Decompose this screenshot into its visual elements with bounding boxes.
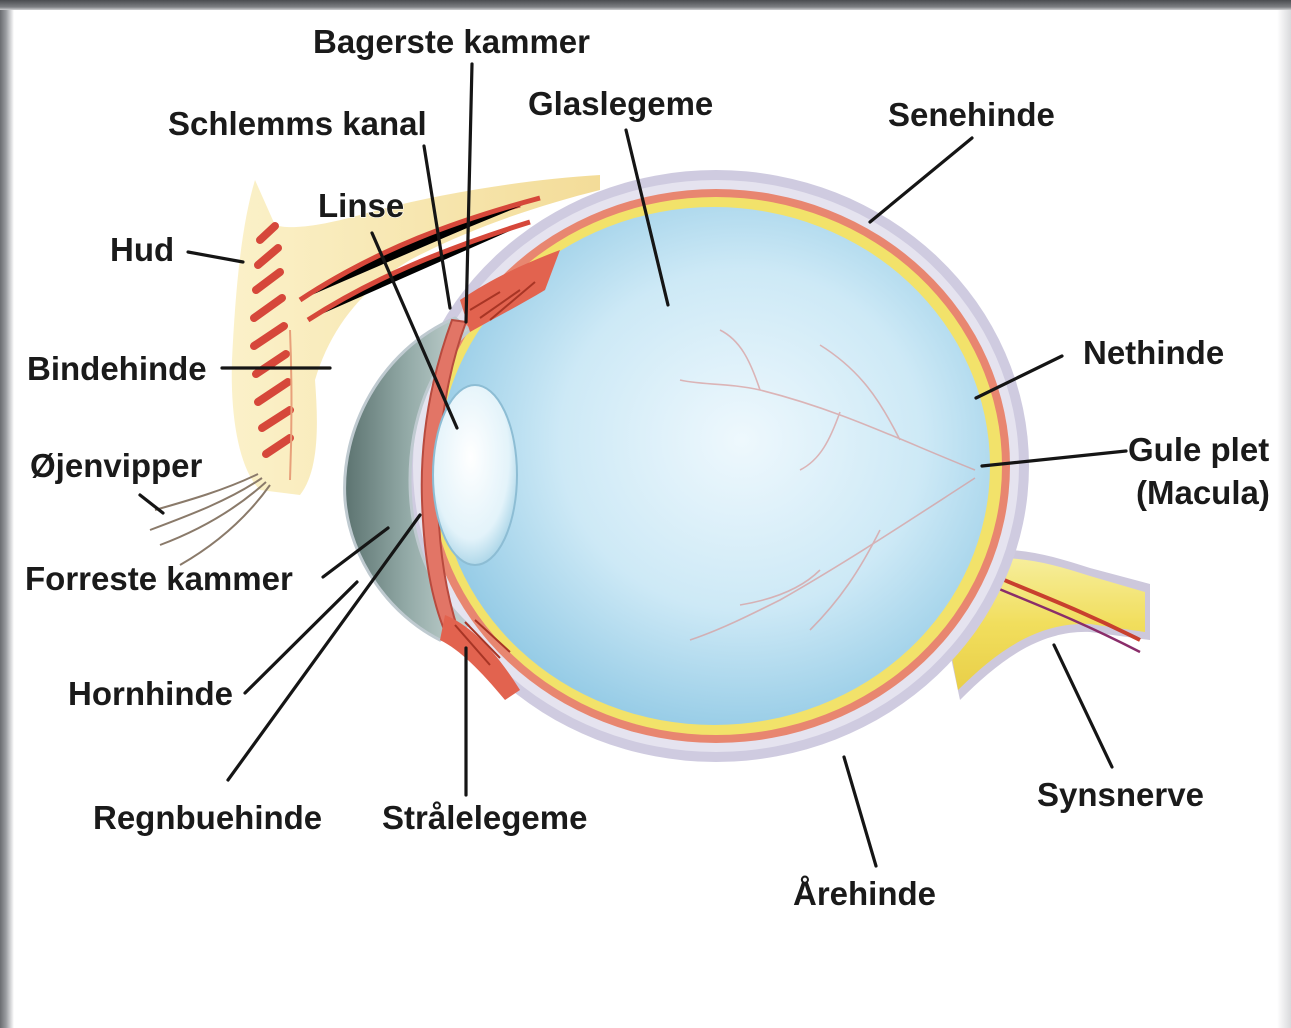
leader-regnbuehinde [228, 515, 420, 780]
label-hornhinde: Hornhinde [68, 675, 233, 712]
leader-arehinde [844, 757, 876, 866]
label-regnbuehinde: Regnbuehinde [93, 799, 322, 836]
label-schlemms-kanal: Schlemms kanal [168, 105, 427, 142]
label-glaslegeme: Glaslegeme [528, 85, 713, 122]
leader-hud [188, 252, 243, 262]
label-synsnerve: Synsnerve [1037, 776, 1204, 813]
label-stralelegeme: Strålelegeme [382, 799, 587, 836]
label-ojenvipper: Øjenvipper [30, 447, 203, 484]
leader-senehinde [870, 138, 972, 222]
leader-synsnerve [1054, 645, 1112, 767]
label-senehinde: Senehinde [888, 96, 1055, 133]
label-nethinde: Nethinde [1083, 334, 1224, 371]
leader-hornhinde [245, 582, 357, 693]
label-bagerste-kammer: Bagerste kammer [313, 23, 590, 60]
label-hud: Hud [110, 231, 174, 268]
eyelashes-shape [150, 474, 270, 565]
label-bindehinde: Bindehinde [27, 350, 207, 387]
label-arehinde: Årehinde [793, 875, 936, 912]
leader-ojenvipper [140, 495, 163, 513]
label-gule-plet: Gule plet [1128, 431, 1269, 468]
label-linse: Linse [318, 187, 404, 224]
lens-shape [433, 385, 517, 565]
label-forreste-kammer: Forreste kammer [25, 560, 293, 597]
label-macula: (Macula) [1136, 474, 1270, 511]
